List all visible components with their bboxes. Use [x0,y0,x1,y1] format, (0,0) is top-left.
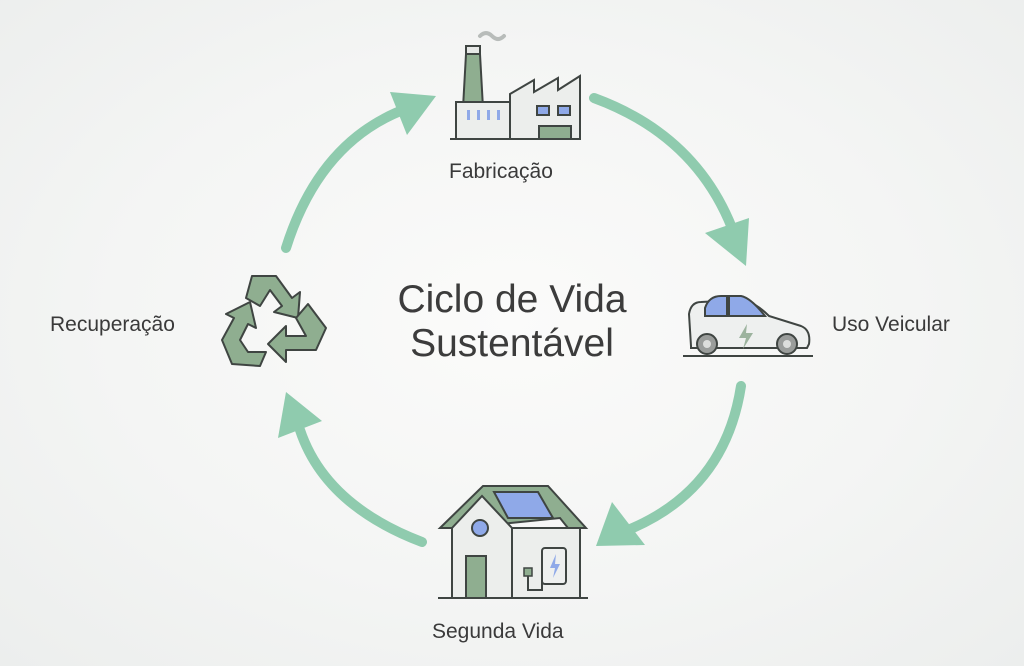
stage-label-recuperacao: Recuperação [50,313,175,336]
factory-icon [450,31,581,140]
title-line-2: Sustentável [410,322,614,365]
title-line-1: Ciclo de Vida [397,278,627,321]
arrow-fabricacao-to-uso [589,93,737,233]
diagram-title: Ciclo de Vida Sustentável [330,278,694,366]
stage-label-segunda-vida: Segunda Vida [432,620,564,643]
recycle-icon [221,275,327,367]
electric-car-icon [683,295,813,357]
arrow-uso-to-segunda [623,381,746,535]
stage-label-fabricacao: Fabricação [449,160,553,183]
arrow-recuperacao-to-fabricacao [281,103,413,253]
stage-label-uso-veicular: Uso Veicular [832,313,950,336]
solar-house-battery-icon [437,485,589,599]
arrow-segunda-to-recuperacao [295,425,427,547]
